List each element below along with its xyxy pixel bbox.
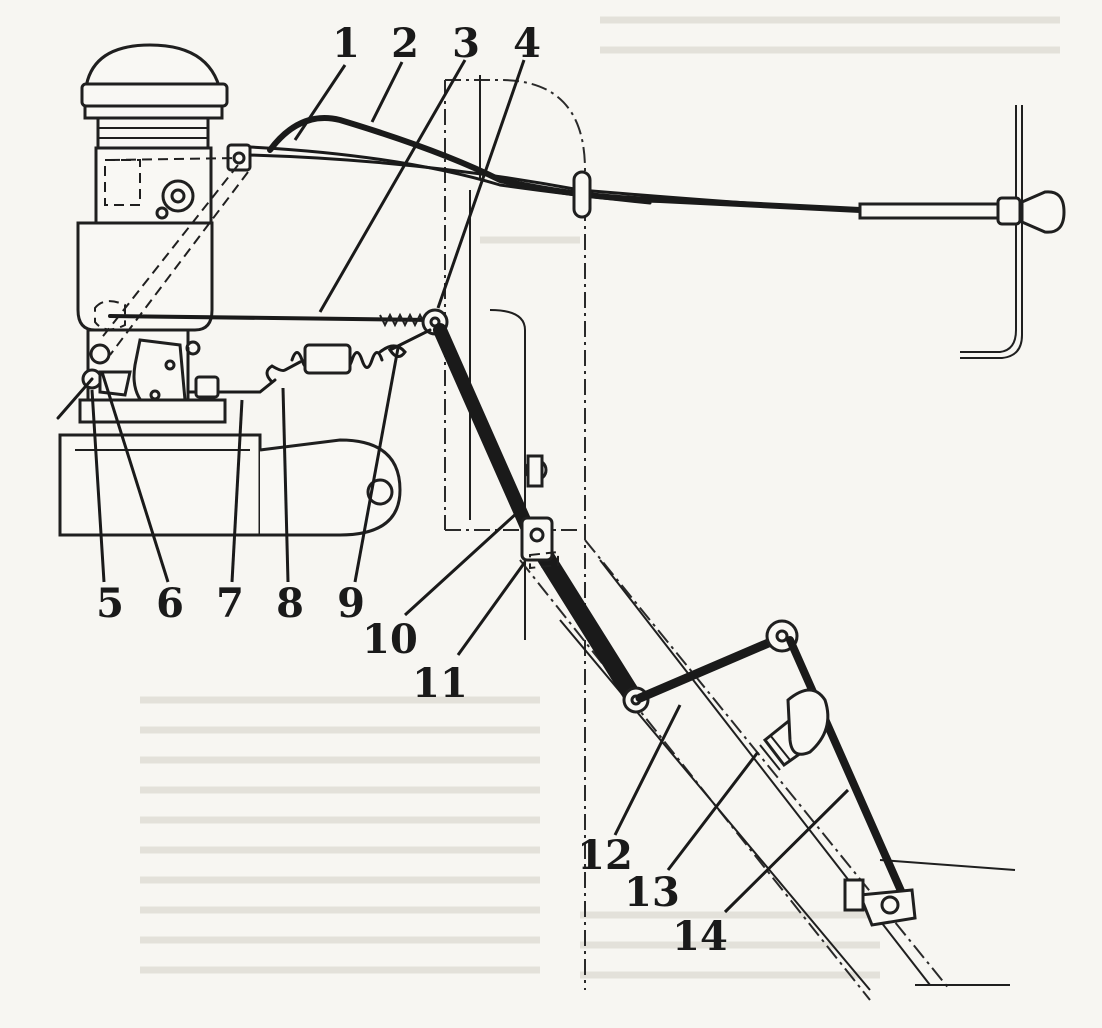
callout-1: 1 [332, 20, 360, 67]
callout-13: 13 [624, 869, 680, 916]
callout-7: 7 [216, 580, 244, 627]
leader-10 [403, 510, 520, 617]
leader-11 [456, 561, 527, 656]
callout-11: 11 [412, 660, 468, 707]
callout-2: 2 [391, 20, 419, 67]
leader-lines [90, 59, 850, 914]
carburetor [58, 43, 402, 537]
callout-4: 4 [513, 20, 541, 67]
callout-12: 12 [577, 832, 633, 879]
leader-2 [370, 61, 404, 123]
callout-14: 14 [672, 913, 728, 960]
floor-board [519, 539, 1016, 1001]
leader-8 [281, 387, 290, 583]
callout-8: 8 [276, 580, 304, 627]
leader-12 [613, 704, 682, 836]
leader-4 [436, 59, 526, 309]
callout-3: 3 [452, 20, 480, 67]
leader-3 [318, 59, 467, 313]
throttle-rod-and-spring [56, 300, 449, 420]
accelerator-linkage [433, 323, 917, 927]
callout-10: 10 [362, 616, 418, 663]
leader-5 [90, 389, 106, 583]
leader-6 [100, 371, 170, 583]
leader-9 [353, 347, 400, 583]
control-cables [99, 115, 1066, 356]
callout-labels: 1 2 3 4 5 6 7 8 9 10 11 12 13 14 [96, 20, 728, 960]
firewall-panel [444, 75, 586, 990]
callout-6: 6 [156, 580, 184, 627]
leader-14 [723, 788, 850, 914]
leader-13 [666, 751, 760, 871]
instrument-panel [960, 105, 1023, 359]
leader-7 [230, 399, 244, 583]
callout-5: 5 [96, 580, 124, 627]
callout-9: 9 [337, 580, 365, 627]
leader-1 [293, 64, 347, 141]
bleed-through-text [140, 16, 1060, 979]
